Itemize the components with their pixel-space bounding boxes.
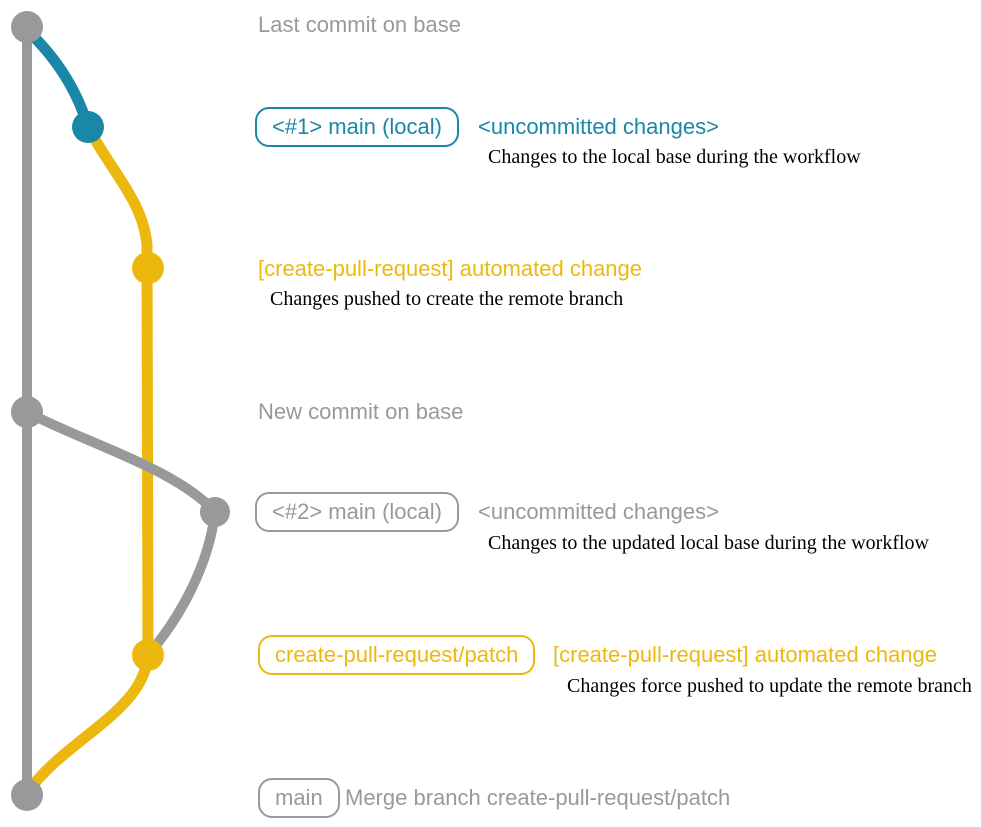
annotation-last-commit: Last commit on base <box>258 12 461 37</box>
commit-note-4: Changes force pushed to update the remot… <box>567 675 972 697</box>
commit-message-uncommitted-2: <uncommitted changes> <box>478 499 719 524</box>
main-local-1-branch-curve <box>21 24 94 133</box>
annotation-new-commit: New commit on base <box>258 399 464 424</box>
commit-note-3: Changes to the updated local base during… <box>488 532 929 554</box>
commit-dot-main-local-2 <box>200 497 230 527</box>
commit-dot-base-new <box>11 396 43 428</box>
main-local-2-branch-curve <box>22 407 220 517</box>
commit-dot-patch-1 <box>132 252 164 284</box>
commit-message-automated-2: [create-pull-request] automated change <box>553 642 938 667</box>
commit-dot-patch-2 <box>132 639 164 671</box>
branch-label-main-local-2: <#2> main (local) <box>255 492 459 532</box>
branch-label-main-local-1: <#1> main (local) <box>255 107 459 147</box>
commit-dot-base-merge <box>11 779 43 811</box>
commit-message-automated-1: [create-pull-request] automated change <box>258 256 643 281</box>
main-local-2-merge-curve <box>143 507 220 660</box>
commit-note-1: Changes to the local base during the wor… <box>488 146 861 168</box>
branch-label-main: main <box>258 778 340 818</box>
commit-dot-base-last <box>11 11 43 43</box>
git-graph <box>11 11 230 811</box>
branch-label-patch: create-pull-request/patch <box>258 635 536 675</box>
commit-message-merge: Merge branch create-pull-request/patch <box>345 785 731 810</box>
commit-message-uncommitted-1: <uncommitted changes> <box>478 114 719 139</box>
commit-dot-main-local-1 <box>72 111 104 143</box>
commit-note-2: Changes pushed to create the remote bran… <box>270 288 624 310</box>
